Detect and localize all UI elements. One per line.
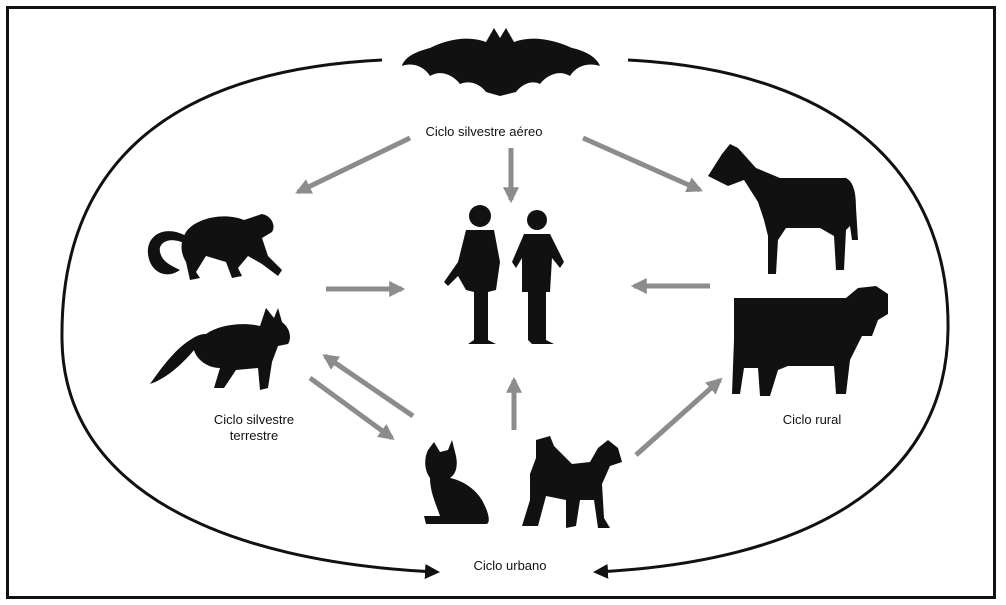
outer-cycle-left-arc <box>62 60 437 572</box>
arrow-cat-to-fox <box>325 356 413 416</box>
label-rural-cycle: Ciclo rural <box>783 412 842 427</box>
arrow-bat-to-monkey <box>298 138 410 192</box>
label-urban-cycle: Ciclo urbano <box>474 558 547 573</box>
arrow-fox-to-cat <box>310 378 392 438</box>
cow-icon <box>732 286 888 396</box>
bat-icon <box>402 28 600 96</box>
label-aerial-cycle: Ciclo silvestre aéreo <box>425 124 542 139</box>
arrow-bat-to-horse <box>583 138 700 190</box>
cat-icon <box>424 440 489 524</box>
monkey-icon <box>148 214 282 280</box>
arrow-urban-to-cow <box>636 380 720 455</box>
fox-icon <box>150 308 290 390</box>
humans-icon <box>444 205 564 344</box>
label-terrestrial-cycle-line2: terrestre <box>230 428 278 443</box>
dog-icon <box>522 436 622 528</box>
horse-icon <box>708 144 858 274</box>
label-terrestrial-cycle-line1: Ciclo silvestre <box>214 412 294 427</box>
